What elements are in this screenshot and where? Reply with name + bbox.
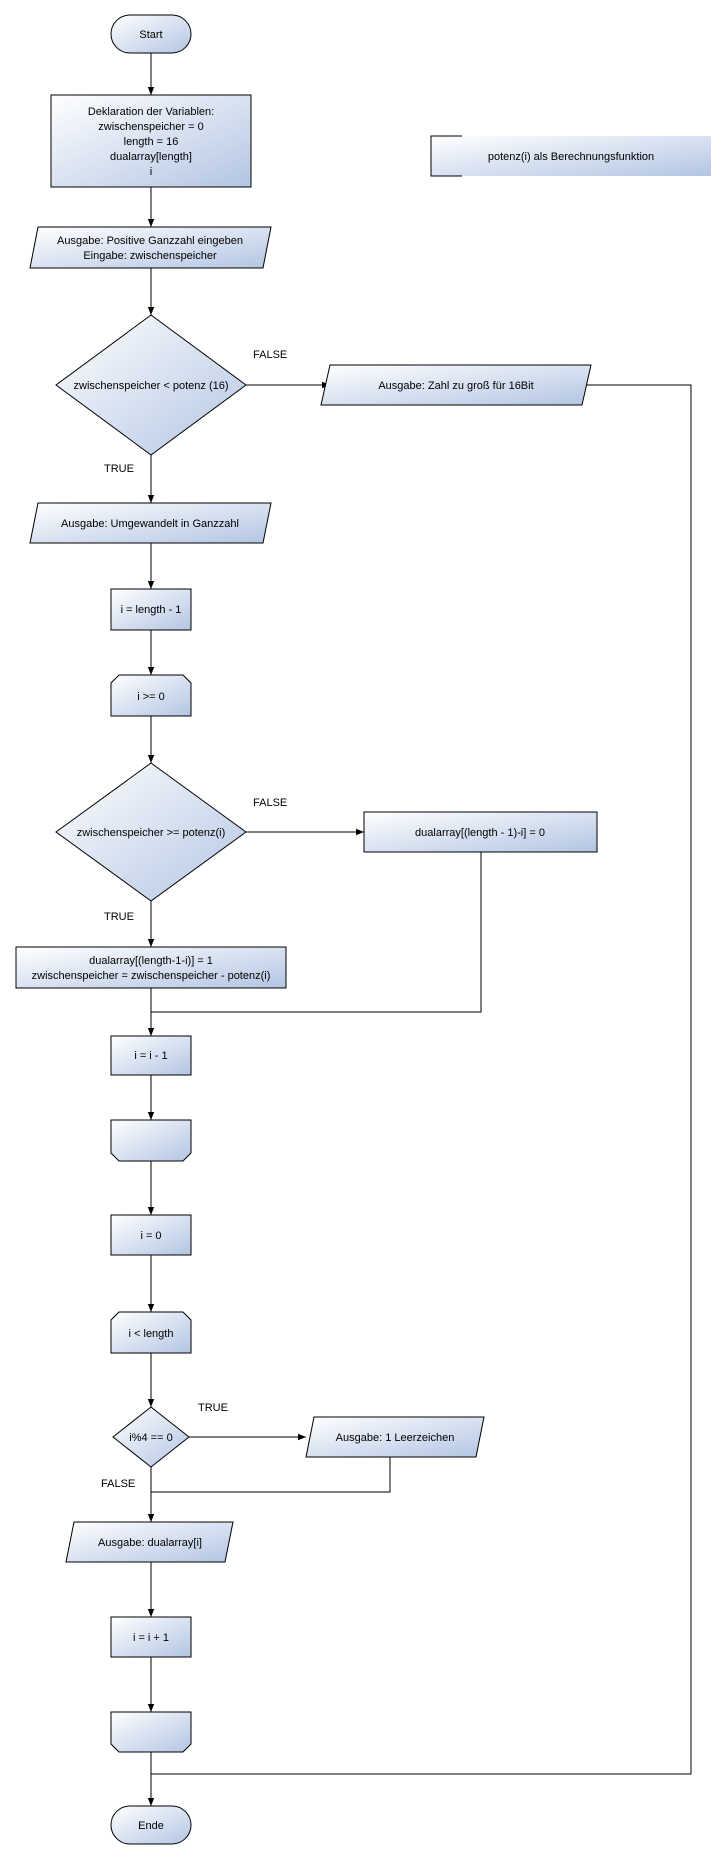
loop1-start — [110, 674, 192, 717]
increment-i-process — [110, 1616, 192, 1658]
decision-size-check — [55, 314, 247, 456]
decl-line-1: Deklaration der Variablen: — [88, 106, 214, 118]
edge-space-merge — [151, 1457, 391, 1493]
set-one-line-2: zwischenspeicher = zwischenspeicher - po… — [32, 970, 271, 982]
loop1-end — [110, 1119, 192, 1162]
decl-line-5: i — [150, 166, 152, 178]
declaration-process — [50, 94, 252, 188]
set-one-process — [15, 946, 287, 989]
dec1-true-label: TRUE — [104, 463, 134, 475]
assign-i-zero-process — [110, 1214, 192, 1256]
dec2-label: zwischenspeicher >= potenz(i) — [77, 827, 226, 839]
dec3-false-label: FALSE — [101, 1478, 135, 1490]
input-line-1: Ausgabe: Positive Ganzzahl eingeben — [57, 235, 243, 247]
edge-toobig-end — [151, 384, 692, 1775]
decision-modulo-check — [112, 1406, 190, 1468]
input-io — [29, 226, 272, 269]
loop2-start-label: i < length — [129, 1328, 174, 1340]
start-terminal — [110, 14, 192, 54]
assign-i-length-label: i = length - 1 — [121, 604, 182, 616]
dec2-true-label: TRUE — [104, 911, 134, 923]
decision-potenz-check — [55, 762, 247, 902]
decl-line-3: length = 16 — [124, 136, 179, 148]
assign-i-zero-label: i = 0 — [140, 1230, 161, 1242]
set-one-line-1: dualarray[(length-1-i)] = 1 — [89, 955, 213, 967]
loop2-start — [110, 1311, 192, 1354]
too-big-label: Ausgabe: Zahl zu groß für 16Bit — [378, 380, 533, 392]
print-io — [65, 1521, 234, 1563]
too-big-io — [320, 364, 592, 406]
end-terminal — [110, 1805, 192, 1845]
set-zero-label: dualarray[(length - 1)-i] = 0 — [415, 827, 545, 839]
space-io — [305, 1416, 485, 1458]
dec1-false-label: FALSE — [253, 349, 287, 361]
edge-zero-merge — [151, 852, 482, 1013]
dec1-label: zwischenspeicher < potenz (16) — [74, 380, 229, 392]
dec3-label: i%4 == 0 — [129, 1432, 172, 1444]
note-bracket — [430, 135, 462, 177]
connectors — [147, 53, 692, 1806]
dec2-false-label: FALSE — [253, 797, 287, 809]
decl-line-2: zwischenspeicher = 0 — [98, 121, 203, 133]
decrement-i-label: i = i - 1 — [134, 1050, 167, 1062]
set-zero-process — [363, 811, 598, 853]
assign-i-length-process — [110, 588, 192, 631]
loop1-start-label: i >= 0 — [137, 691, 165, 703]
converted-io — [29, 502, 272, 544]
space-label: Ausgabe: 1 Leerzeichen — [336, 1432, 455, 1444]
dec3-true-label: TRUE — [198, 1402, 228, 1414]
loop2-end — [110, 1711, 192, 1753]
decrement-i-process — [110, 1035, 192, 1076]
converted-label: Ausgabe: Umgewandelt in Ganzzahl — [61, 518, 239, 530]
end-label: Ende — [138, 1820, 164, 1832]
print-label: Ausgabe: dualarray[i] — [98, 1537, 202, 1549]
start-label: Start — [139, 29, 162, 41]
increment-i-label: i = i + 1 — [133, 1632, 169, 1644]
decl-line-4: dualarray[length] — [110, 151, 192, 163]
input-line-2: Eingabe: zwischenspeicher — [83, 250, 217, 262]
note-annotation — [431, 136, 711, 176]
note-label: potenz(i) als Berechnungsfunktion — [488, 151, 654, 163]
